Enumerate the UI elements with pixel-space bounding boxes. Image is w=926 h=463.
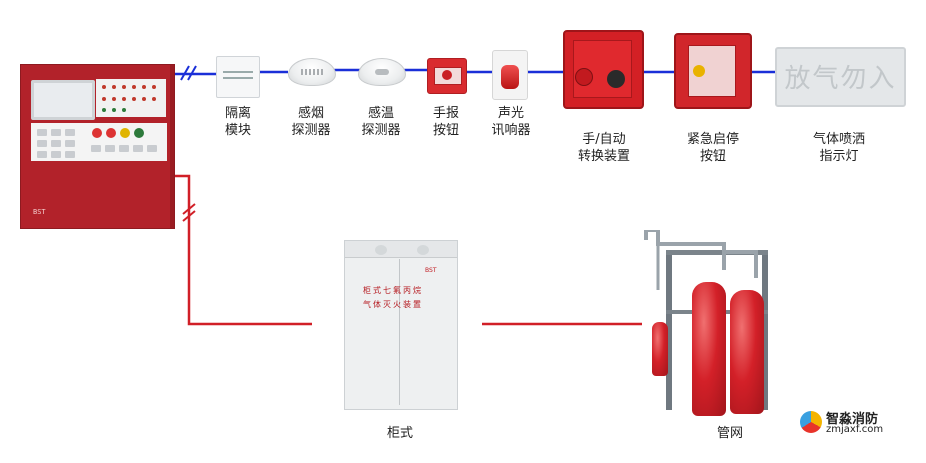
smoke-detector-icon: [288, 58, 336, 86]
gas-cylinder: [730, 290, 764, 414]
bus-break-mark: [180, 65, 190, 81]
gas-release-indicator-icon: 放气勿入: [775, 47, 906, 107]
gas-cylinder: [692, 282, 726, 416]
panel-indicator-lights: [96, 79, 166, 117]
cabinet-label: 柜式: [386, 426, 413, 441]
emergency-stop-button-icon: [674, 33, 752, 109]
heat-detector-label: 感温 探测器: [361, 106, 401, 138]
manual-call-point-label: 手报 按钮: [432, 106, 459, 138]
watermark-url: zmjaxf.com: [826, 424, 884, 435]
sounder-strobe-label: 声光 讯响器: [491, 106, 531, 138]
emergency-stop-label: 紧急启停 按钮: [686, 132, 739, 164]
cabinet-plate-line2: 气体灭火装置: [363, 300, 423, 309]
control-wire-to-cabinet: [173, 174, 312, 326]
panel-keypad: [31, 123, 167, 161]
cabinet-brand: BST: [425, 267, 437, 274]
bus-break-mark: [187, 65, 197, 81]
gas-release-indicator-label: 气体喷洒 指示灯: [812, 132, 865, 164]
control-break-mark: [182, 210, 196, 222]
panel-lcd-screen: [31, 80, 95, 120]
watermark-logo: 智淼消防 zmjaxf.com: [798, 408, 908, 438]
manual-auto-switch-label: 手/自动 转换装置: [577, 132, 630, 164]
gas-release-sign-text: 放气勿入: [784, 64, 897, 94]
pipe-network-label: 管网: [716, 426, 743, 441]
heat-detector-icon: [358, 58, 406, 86]
nitrogen-cylinder: [652, 322, 668, 376]
pipe-network-extinguisher-icon: [628, 228, 778, 420]
cabinet-extinguisher-icon: BST 柜式七氟丙烷 气体灭火装置: [344, 240, 458, 410]
control-break-mark: [182, 203, 196, 215]
fire-alarm-control-panel: BST: [20, 64, 175, 229]
brand-logo-icon: [800, 411, 822, 433]
cabinet-plate-line1: 柜式七氟丙烷: [363, 286, 423, 295]
smoke-detector-label: 感烟 探测器: [291, 106, 331, 138]
panel-brand-logo: BST: [33, 208, 46, 216]
isolation-module-label: 隔离 模块: [224, 106, 251, 138]
manual-call-point-icon: [427, 58, 467, 94]
isolation-module-icon: [216, 56, 260, 98]
manual-auto-switch-icon: [563, 30, 644, 109]
sounder-strobe-icon: [492, 50, 528, 100]
watermark-name: 智淼消防: [826, 412, 879, 427]
